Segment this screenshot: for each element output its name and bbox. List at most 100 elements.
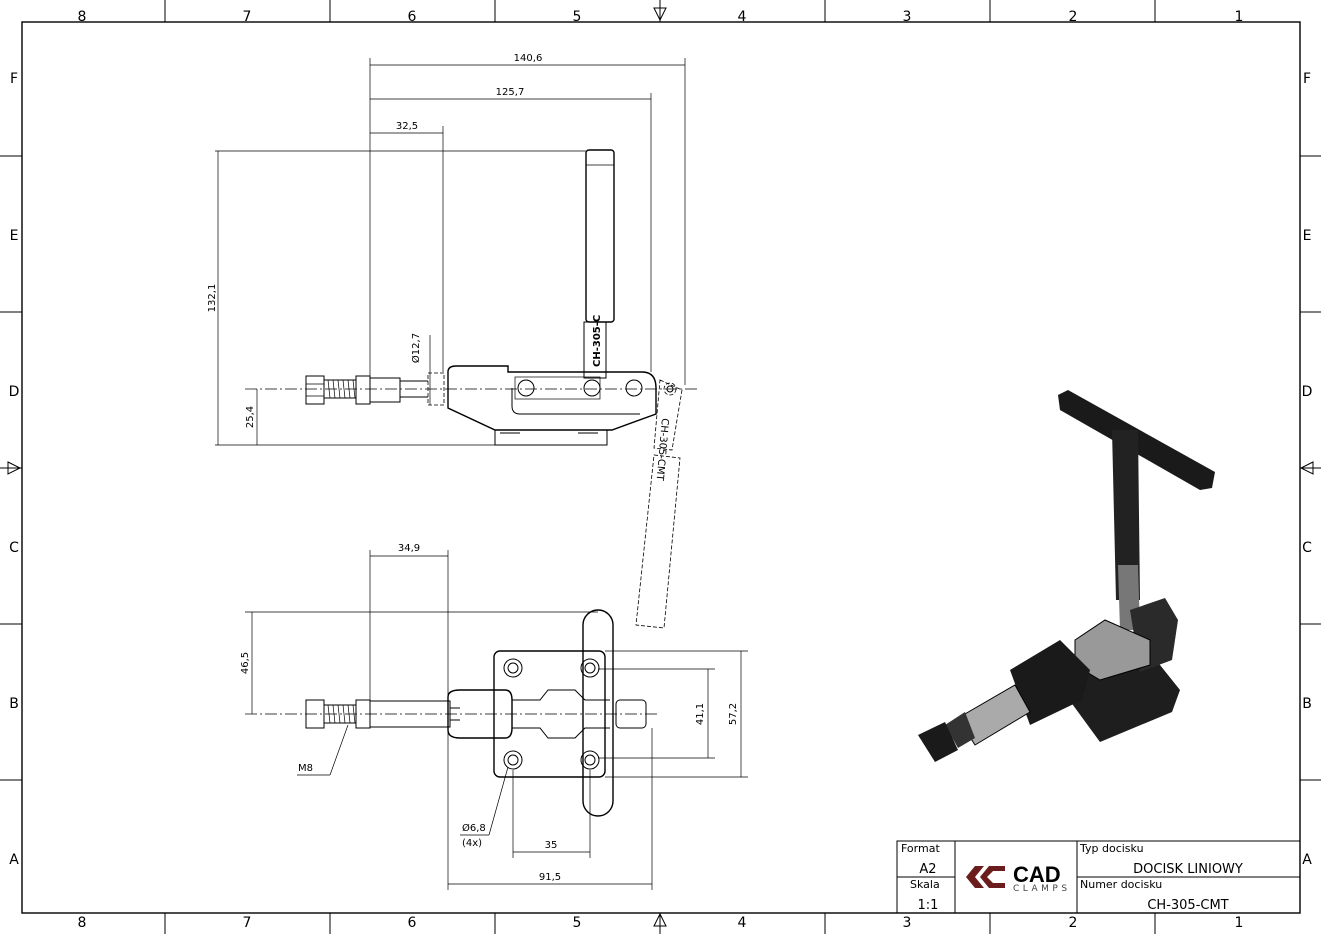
drawing-line: [663, 382, 677, 396]
drawing-line: [945, 712, 975, 748]
3-text: C: [9, 540, 19, 556]
4-text: B: [1302, 696, 1312, 712]
thread-label: M8: [298, 763, 313, 774]
drawing-line: [511, 388, 640, 415]
4-text: B: [9, 696, 19, 712]
7-text: 1: [1235, 9, 1244, 25]
drawing-line: [1299, 461, 1321, 475]
drawing-line: [653, 379, 683, 451]
drawing-line: [507, 662, 519, 674]
dim-91-5: 91,5: [539, 872, 561, 883]
side-view: CH-305-C CH-305-CMT 140,6 125,7 32,5 132…: [207, 53, 700, 629]
isometric-view: [918, 390, 1215, 762]
2-text: D: [1302, 384, 1313, 400]
drawing-line: [512, 689, 610, 739]
drawing-line: [327, 704, 356, 724]
3-text: 5: [573, 915, 582, 931]
dim-140-6: 140,6: [514, 53, 543, 64]
handle-label-text: CH-305-C: [592, 315, 603, 367]
drawing-line: [503, 658, 523, 678]
2-text: 6: [408, 9, 417, 25]
drawing-line: [305, 375, 325, 405]
drawing-line: [305, 699, 325, 729]
drawing-line: [369, 700, 451, 728]
drawing-line: [584, 662, 596, 674]
dim-hole-count: (4x): [462, 838, 482, 849]
top-view: 34,9 46,5 41,1 57,2 35 91,5 Ø6,8 (4x) M8: [240, 543, 748, 890]
format-label-text: Format: [901, 842, 940, 855]
3-text: 5: [573, 9, 582, 25]
drawing-line: [583, 379, 601, 397]
title-block: Format A2 Skala 1:1 CAD CLAMPS Typ docis…: [896, 840, 1301, 914]
format-value-text: A2: [919, 862, 936, 877]
5-text: 3: [903, 915, 912, 931]
scale-value-text: 1:1: [918, 898, 939, 913]
drawing-line: [580, 658, 600, 678]
drawing-line: [503, 750, 523, 770]
drawing-line: [653, 912, 667, 934]
0-text: F: [10, 71, 18, 87]
dim-35: 35: [545, 840, 558, 851]
dim-25-4: 25,4: [245, 406, 256, 428]
dim-d12-7: Ø12,7: [410, 333, 422, 363]
drawing-line: [517, 379, 535, 397]
type-label-text: Typ docisku: [1079, 842, 1144, 855]
drawing-line: [1112, 430, 1140, 600]
4-text: 4: [738, 9, 747, 25]
3-text: C: [1302, 540, 1312, 556]
drawing-line: [369, 377, 401, 403]
4-text: 4: [738, 915, 747, 931]
logo-sub-text: CLAMPS: [1013, 884, 1071, 894]
5-text: A: [9, 852, 19, 868]
2-text: 6: [408, 915, 417, 931]
drawing-line: [329, 724, 349, 776]
drawing-line: [584, 754, 596, 766]
dim-125-7: 125,7: [496, 87, 525, 98]
drawing-line: [1010, 640, 1090, 725]
5-text: 3: [903, 9, 912, 25]
0-text: 8: [78, 915, 87, 931]
6-text: 2: [1069, 915, 1078, 931]
drawing-line: [615, 699, 647, 729]
drawing-line: [488, 766, 509, 836]
drawing-line: [580, 750, 600, 770]
logo-main-text: CAD: [1013, 862, 1061, 887]
drawing-line: [447, 365, 657, 431]
1-text: 7: [243, 915, 252, 931]
number-value-text: CH-305-CMT: [1147, 898, 1228, 913]
dim-132-1: 132,1: [207, 284, 218, 313]
drawing-line: [966, 866, 984, 888]
drawing-line: [635, 454, 681, 629]
0-text: F: [1303, 71, 1311, 87]
drawing-line: [327, 379, 356, 399]
drawing-line: [355, 375, 371, 405]
drawing-line: [494, 429, 608, 446]
drawing-line: [427, 372, 445, 406]
drawing-line: [666, 385, 674, 393]
dim-34-9: 34,9: [398, 543, 420, 554]
drawing-line: [582, 609, 614, 817]
dim-hole-diameter: Ø6,8: [462, 822, 486, 834]
dim-57-2: 57,2: [728, 703, 739, 725]
drawing-line: [0, 461, 22, 475]
type-value-text: DOCISK LINIOWY: [1133, 862, 1243, 877]
drawing-line: [507, 754, 519, 766]
2-text: D: [9, 384, 20, 400]
cad-clamps-logo: CAD CLAMPS: [966, 862, 1071, 894]
drawing-line: [585, 149, 615, 323]
zone-labels: 8 7 6 5 4 3 2 1 8 7 6 5 4 3 2 1 F E D C …: [9, 9, 1313, 931]
dim-46-5: 46,5: [240, 652, 251, 674]
drawing-line: [653, 0, 667, 22]
number-label-text: Numer docisku: [1080, 878, 1162, 891]
1-text: E: [1303, 228, 1312, 244]
dim-32-5: 32,5: [396, 121, 418, 132]
0-text: 8: [78, 9, 87, 25]
dim-41-1: 41,1: [695, 703, 706, 725]
1-text: E: [10, 228, 19, 244]
drawing-line: [493, 650, 606, 778]
drawing-line: [514, 376, 601, 400]
7-text: 1: [1235, 915, 1244, 931]
6-text: 2: [1069, 9, 1078, 25]
